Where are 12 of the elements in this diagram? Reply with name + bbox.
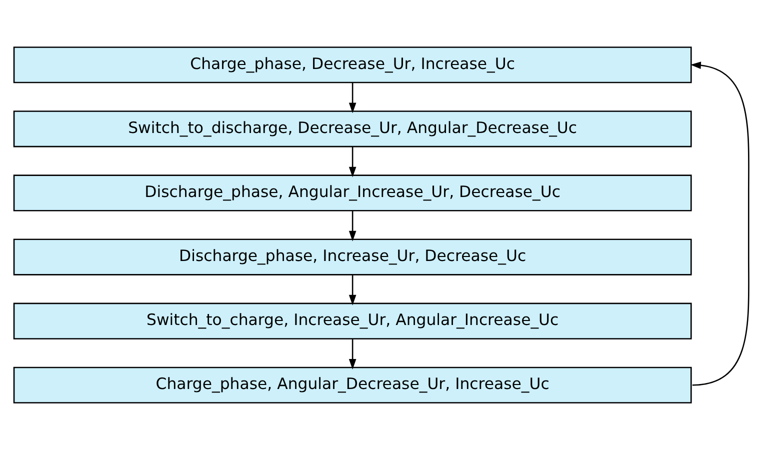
arrow: [348, 275, 356, 306]
node-box: Switch_to_discharge, Decrease_Ur, Angular_Decrease_Uc: [13, 110, 692, 148]
arrow: [348, 82, 356, 114]
node-box: Switch_to_charge, Increase_Ur, Angular_Increase_Uc: [13, 302, 692, 340]
node-box: Discharge_phase, Angular_Increase_Ur, Decrease_Uc: [13, 174, 692, 212]
arrow: [348, 211, 356, 242]
arrow: [690, 62, 750, 386]
arrow: [348, 339, 356, 370]
node-box: Discharge_phase, Increase_Ur, Decrease_Uc: [13, 238, 692, 276]
node-box: Charge_phase, Decrease_Ur, Increase_Uc: [13, 46, 692, 84]
arrow: [348, 147, 356, 178]
node-box: Charge_phase, Angular_Decrease_Ur, Increase_Uc: [13, 366, 692, 404]
